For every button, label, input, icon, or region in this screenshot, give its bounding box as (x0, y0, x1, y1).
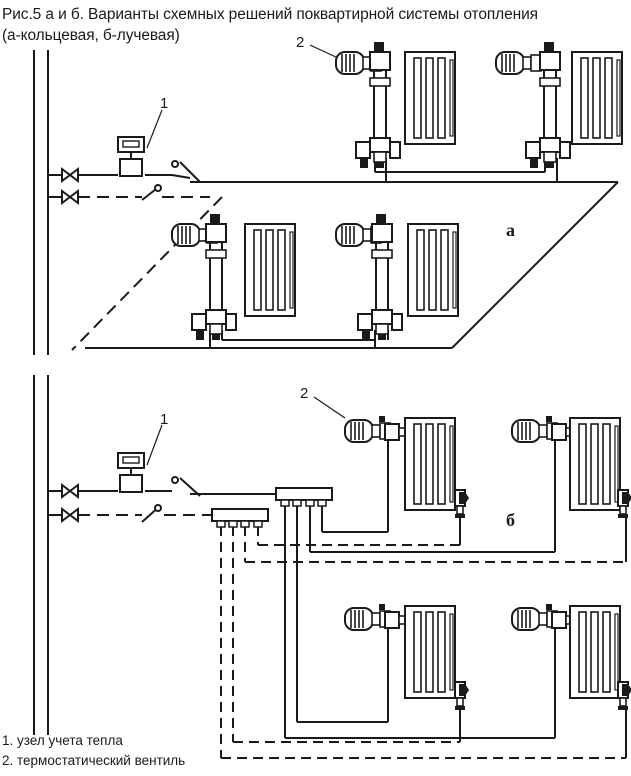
ring-radiator-bottom-right (335, 213, 459, 341)
radial-radiator-bottom-right (511, 603, 631, 711)
radial-shutoff-valve-supply (61, 484, 79, 498)
marker-2-ring: 2 (296, 34, 304, 51)
radial-radiator-top-right (511, 415, 631, 519)
supply-manifold (275, 487, 333, 507)
section-b-label: б (506, 510, 515, 530)
legend-item-heat-meter: 1. узел учета тепла (2, 733, 123, 748)
radial-radiator-bottom-left (344, 603, 470, 711)
section-a-label: а (506, 220, 515, 240)
radial-shutoff-valve-return (61, 508, 79, 522)
figure-caption: Рис.5 а и б. Варианты схемных решений по… (2, 6, 538, 44)
ring-radiator-bottom-left (171, 213, 296, 341)
ring-radiator-top-right (495, 41, 623, 169)
ring-heat-meter (117, 136, 145, 177)
ring-shutoff-valve-return (61, 190, 79, 204)
return-manifold (211, 508, 269, 528)
radial-heat-meter (117, 452, 145, 493)
radial-radiator-top-left (344, 415, 470, 519)
legend: 1. узел учета тепла 2. термостатический … (2, 731, 185, 771)
legend-item-thermostatic-valve: 2. термостатический вентиль (2, 753, 186, 768)
marker-2-radial: 2 (300, 385, 308, 402)
marker-1-radial: 1 (160, 411, 168, 428)
ring-shutoff-valve-supply (61, 168, 79, 182)
ring-radiator-top-left (335, 41, 456, 169)
marker-1-ring: 1 (160, 95, 168, 112)
